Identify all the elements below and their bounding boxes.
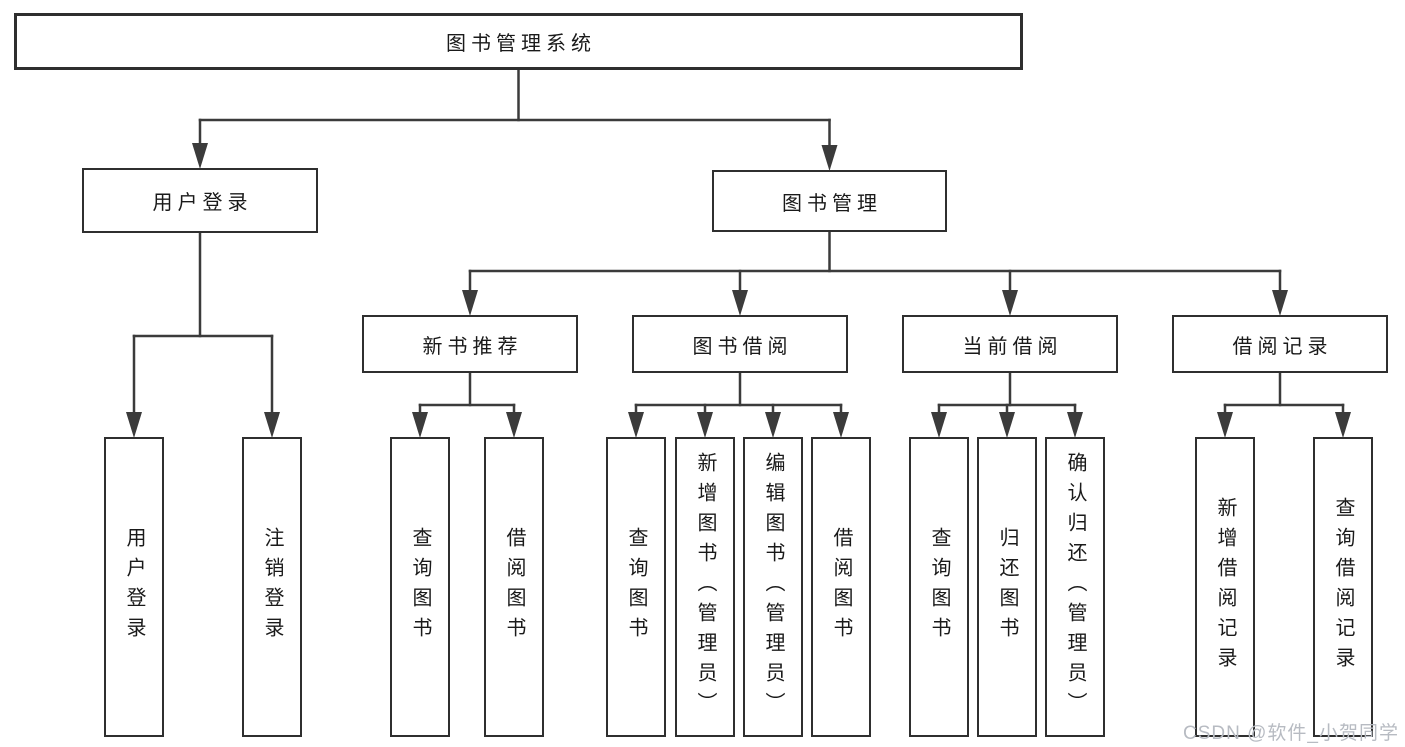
node-new-book-recommendation: 新书推荐 <box>362 315 578 373</box>
node-library-management-system: 图书管理系统 <box>14 13 1023 70</box>
node-query-books-current: 查询图书 <box>909 437 969 737</box>
node-borrowing-records: 借阅记录 <box>1172 315 1388 373</box>
node-logout: 注销登录 <box>242 437 302 737</box>
node-current-borrowing: 当前借阅 <box>902 315 1118 373</box>
node-book-borrowing: 图书借阅 <box>632 315 848 373</box>
node-return-books: 归还图书 <box>977 437 1037 737</box>
csdn-watermark: CSDN @软件_小贺同学 <box>1183 723 1399 744</box>
node-query-books-borrowing: 查询图书 <box>606 437 666 737</box>
node-add-borrow-record: 新增借阅记录 <box>1195 437 1255 737</box>
node-borrow-books-recommend: 借阅图书 <box>484 437 544 737</box>
node-book-management: 图书管理 <box>712 170 947 232</box>
node-user-login-leaf: 用户登录 <box>104 437 164 737</box>
node-confirm-return-admin: 确认归还（管理员） <box>1045 437 1105 737</box>
node-edit-books-admin: 编辑图书（管理员） <box>743 437 803 737</box>
node-borrow-books: 借阅图书 <box>811 437 871 737</box>
node-add-books-admin: 新增图书（管理员） <box>675 437 735 737</box>
node-query-books-recommend: 查询图书 <box>390 437 450 737</box>
node-user-login: 用户登录 <box>82 168 318 233</box>
node-query-borrow-record: 查询借阅记录 <box>1313 437 1373 737</box>
